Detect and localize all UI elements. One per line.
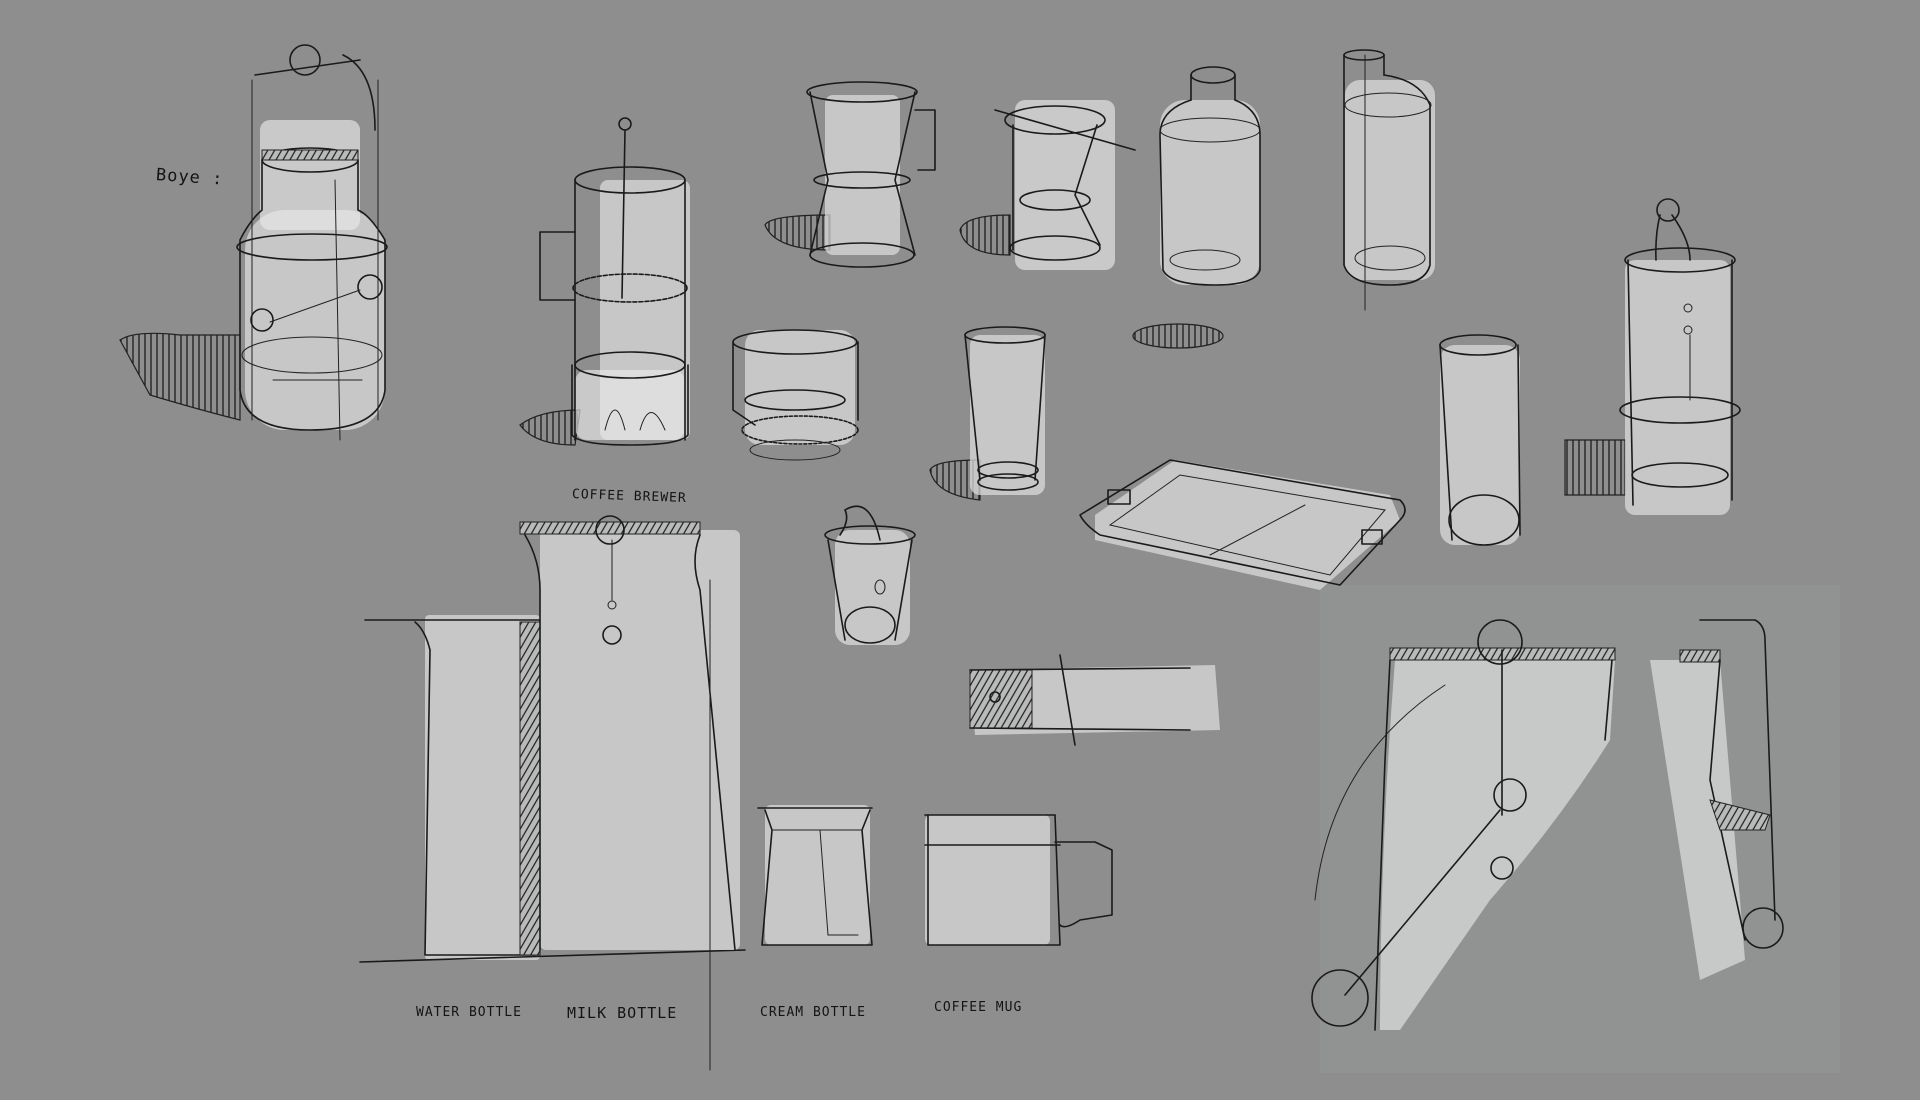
label-water-bottle: WATER BOTTLE — [416, 1005, 522, 1020]
sketch-milk-bottle — [519, 515, 740, 1071]
sketch-tall-tumbler — [1439, 334, 1521, 546]
sketch-french-press — [519, 117, 690, 446]
sketch-hanging-canister — [1564, 198, 1741, 515]
sketch-coffee-mug — [924, 814, 1113, 946]
sketch-small-cup — [824, 505, 916, 645]
sketch-mechanism — [1311, 619, 1784, 1031]
sketch-tall-glass — [929, 326, 1046, 501]
sketch-water-bottle — [359, 615, 746, 963]
sketch-tray — [1079, 459, 1406, 590]
sketch-cream-bottle — [757, 805, 873, 946]
label-cream-bottle: CREAM BOTTLE — [760, 1005, 866, 1020]
label-milk-bottle: MILK BOTTLE — [567, 1004, 678, 1022]
label-coffee-mug: COFFEE MUG — [934, 1000, 1023, 1015]
sketch-boye-jug — [119, 44, 388, 441]
sketch-round-bottle — [1132, 66, 1261, 349]
sketch-hourglass-cup — [764, 81, 936, 268]
sketch-detail-bar — [969, 654, 1220, 746]
sketch-cone-dripper — [959, 100, 1136, 270]
sketch-carafe-base — [732, 329, 859, 461]
sketch-tall-bottle — [1343, 49, 1435, 311]
